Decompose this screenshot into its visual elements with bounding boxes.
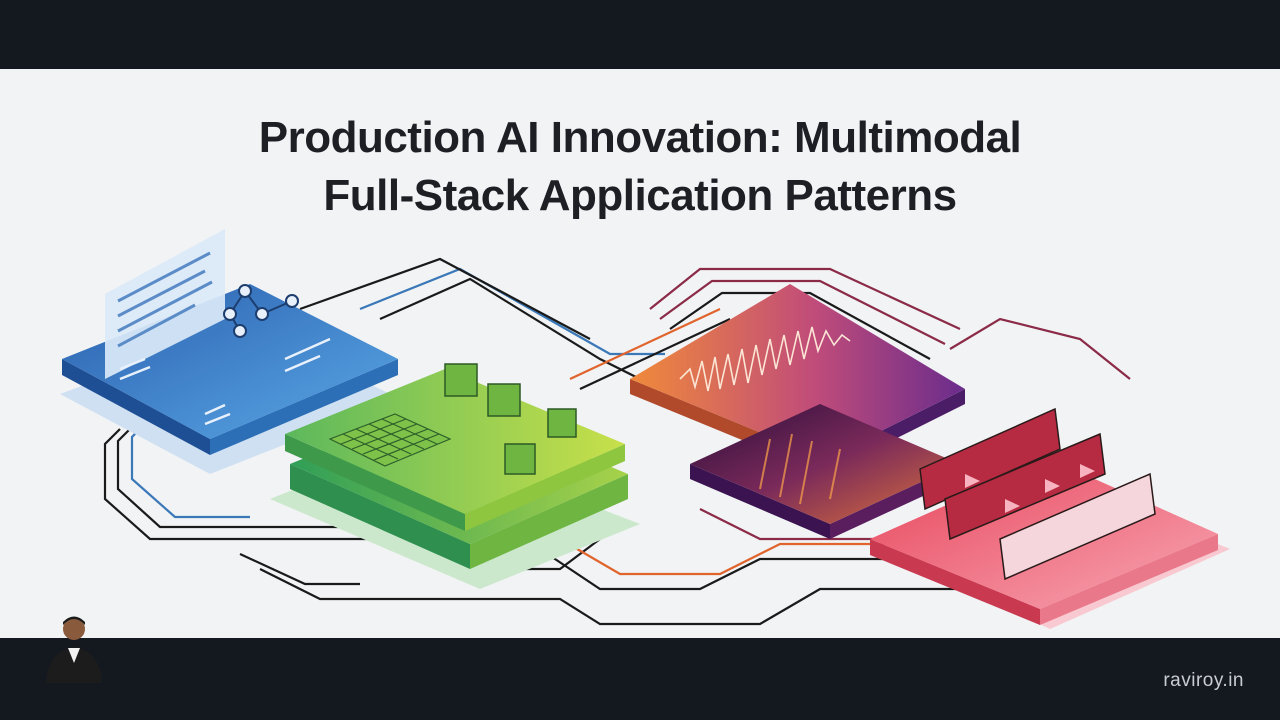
video-modality-tile — [870, 407, 1230, 629]
image-tile-upper-side-2 — [465, 444, 625, 531]
connector-dark-1 — [103, 428, 601, 571]
image-modality-tile — [270, 363, 640, 589]
grid-icon — [328, 413, 452, 467]
spectrogram-icon — [690, 404, 960, 524]
connector-dark-3 — [379, 277, 641, 380]
audio-tile-top — [630, 284, 965, 459]
website-label[interactable]: raviroy.in — [1163, 670, 1244, 691]
film-strip-icon — [919, 407, 1156, 581]
waveform-icon — [679, 326, 851, 392]
audio-modality-tile — [630, 284, 965, 539]
connector-lines — [103, 257, 1131, 626]
connector-blue-2 — [359, 267, 665, 356]
slide-title: Production AI Innovation: Multimodal Ful… — [0, 109, 1280, 225]
title-line-1: Production AI Innovation: Multimodal — [258, 113, 1022, 162]
multimodal-puzzle-illustration — [60, 229, 1230, 629]
text-modality-tile — [60, 229, 400, 474]
top-letterbox — [0, 0, 1280, 69]
image-tile-lower-side — [290, 464, 470, 569]
connector-dark-8 — [259, 568, 960, 626]
connector-orange-2 — [559, 538, 940, 576]
avatar-photo — [46, 616, 102, 683]
code-lines — [119, 337, 331, 426]
connector-dark-9 — [239, 553, 360, 586]
connector-maroon-2 — [659, 279, 946, 345]
text-tile-top — [62, 284, 398, 439]
connector-dark-6 — [669, 291, 931, 360]
graph-network-icon — [223, 284, 299, 338]
connector-maroon-3 — [949, 317, 1131, 380]
connector-dark-4 — [299, 257, 591, 340]
image-tile-upper-side — [285, 434, 465, 531]
cube-icon — [444, 363, 577, 475]
text-tile-side-2 — [210, 359, 398, 455]
video-tile-side — [870, 539, 1040, 625]
connector-dark-7 — [539, 548, 960, 591]
text-tile-side — [62, 359, 210, 455]
document-icon — [105, 229, 225, 379]
connector-orange-1 — [569, 308, 721, 380]
play-icon — [965, 464, 1095, 513]
slide-stage: Production AI Innovation: Multimodal Ful… — [0, 69, 1280, 638]
spectrogram-side — [690, 464, 830, 539]
connector-dark-5 — [579, 318, 731, 390]
connector-maroon-1 — [649, 267, 961, 330]
title-line-2: Full-Stack Application Patterns — [323, 171, 957, 220]
image-tile-top — [285, 369, 625, 514]
bottom-letterbox: raviroy.in — [0, 638, 1280, 720]
video-tile-side-2 — [1040, 534, 1218, 625]
image-tile-lower-side-2 — [470, 474, 628, 569]
document-lines — [117, 251, 213, 348]
